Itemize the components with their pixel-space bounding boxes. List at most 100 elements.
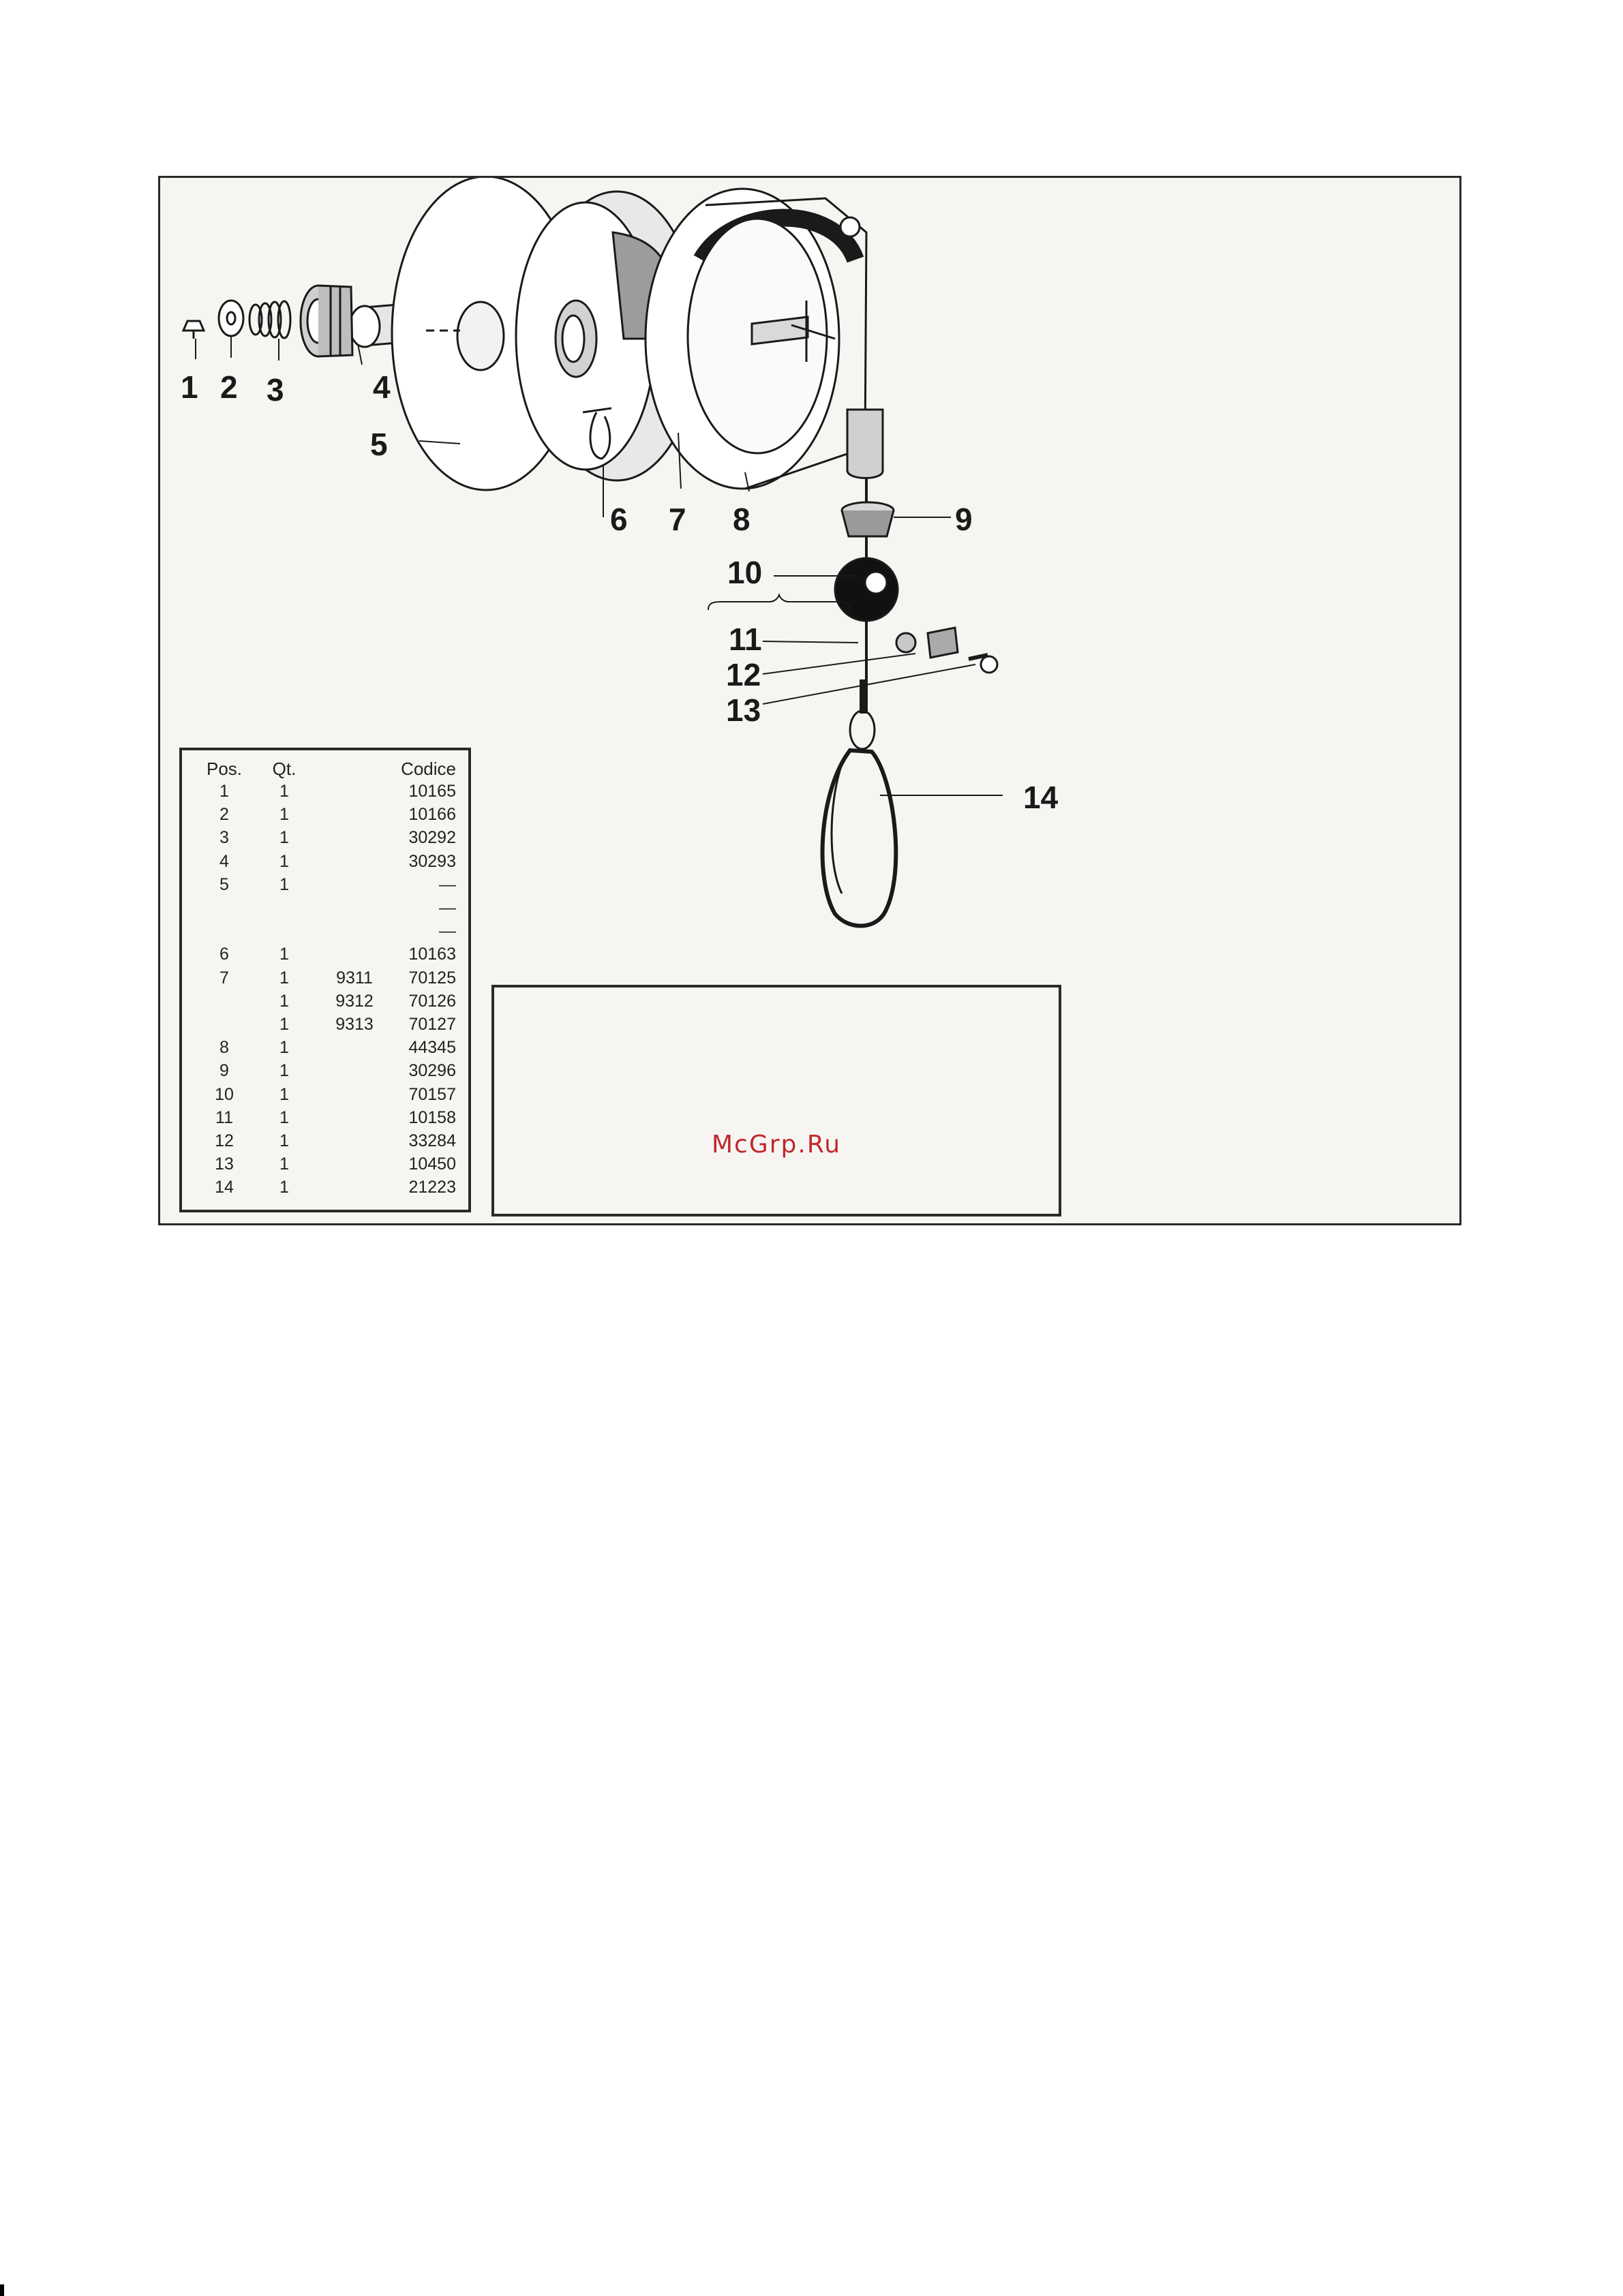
cell-code: 70125: [408, 968, 456, 988]
callout-11: 11: [729, 624, 762, 655]
part-1-screw: [183, 321, 204, 339]
cell-code: —: [439, 921, 456, 941]
cell-qt: 1: [271, 1154, 298, 1174]
cell-code: —: [439, 875, 456, 895]
part-10-ball: [835, 558, 898, 621]
cell-code: 30296: [408, 1061, 456, 1081]
cell-pos: 8: [202, 1038, 246, 1058]
callout-6: 6: [610, 504, 628, 535]
cell-code: 70127: [408, 1015, 456, 1035]
header-code: Codice: [401, 759, 456, 780]
cell-qt: 1: [271, 805, 298, 825]
cell-pos: 1: [202, 782, 246, 801]
cell-qt: 1: [271, 1178, 298, 1197]
cell-code: 33284: [408, 1131, 456, 1151]
table-row: 5 1 —: [182, 875, 468, 898]
table-row: —: [182, 921, 468, 945]
callout-10: 10: [727, 557, 762, 588]
cell-code: 70126: [408, 992, 456, 1011]
cell-qt: 1: [271, 1131, 298, 1151]
table-header: Pos. Qt. Codice: [182, 759, 468, 782]
table-row: 4 1 30293: [182, 852, 468, 875]
part-2-washer: [219, 301, 243, 336]
note-box: McGrp.Ru: [491, 985, 1061, 1216]
cell-pos: 5: [202, 875, 246, 895]
cell-qt: 1: [271, 1015, 298, 1035]
table-row: 14 1 21223: [182, 1178, 468, 1201]
cell-code: 44345: [408, 1038, 456, 1058]
cell-pos: 4: [202, 852, 246, 872]
cell-code: 21223: [408, 1178, 456, 1197]
cell-pos: 11: [202, 1108, 246, 1128]
cell-variant: 9311: [331, 968, 378, 988]
table-row: —: [182, 898, 468, 921]
cell-code: —: [439, 898, 456, 918]
callout-2: 2: [220, 371, 238, 403]
cell-code: 10450: [408, 1154, 456, 1174]
cell-pos: 9: [202, 1061, 246, 1081]
table-row: 7 1 9311 70125: [182, 968, 468, 992]
table-row: 13 1 10450: [182, 1154, 468, 1178]
cell-pos: 6: [202, 945, 246, 964]
table-row: 6 1 10163: [182, 945, 468, 968]
callout-7: 7: [669, 504, 686, 535]
cell-code: 70157: [408, 1085, 456, 1105]
callout-13: 13: [726, 694, 761, 726]
callout-3: 3: [267, 374, 284, 405]
callout-8: 8: [733, 504, 750, 535]
diagram-frame: 1 2 3 4 5 6 7 8 9 10 11 12 13 14 Pos. Qt…: [158, 176, 1461, 1225]
table-row: 8 1 44345: [182, 1038, 468, 1061]
cell-pos: 10: [202, 1085, 246, 1105]
cell-code: 10165: [408, 782, 456, 801]
cell-variant: 9312: [331, 992, 378, 1011]
cell-pos: 12: [202, 1131, 246, 1151]
cell-pos: 2: [202, 805, 246, 825]
part-11-13-clamp: [896, 628, 997, 673]
cell-pos: 7: [202, 968, 246, 988]
cell-qt: 1: [271, 945, 298, 964]
cell-code: 10163: [408, 945, 456, 964]
cell-code: 10158: [408, 1108, 456, 1128]
callout-5: 5: [370, 429, 388, 460]
part-9-bushing: [842, 502, 894, 536]
cell-code: 30292: [408, 828, 456, 848]
cell-qt: 1: [271, 1108, 298, 1128]
table-row: 10 1 70157: [182, 1085, 468, 1108]
cell-qt: 1: [271, 782, 298, 801]
cell-qt: 1: [271, 875, 298, 895]
table-row: 12 1 33284: [182, 1131, 468, 1154]
part-3-rings: [249, 301, 290, 338]
cell-pos: 13: [202, 1154, 246, 1174]
part-14-hook: [823, 711, 896, 926]
table-row: 1 9312 70126: [182, 992, 468, 1015]
table-row: 1 9313 70127: [182, 1015, 468, 1038]
header-qt: Qt.: [271, 759, 298, 780]
cell-qt: 1: [271, 1038, 298, 1058]
cell-variant: 9313: [331, 1015, 378, 1035]
cell-qt: 1: [271, 852, 298, 872]
cell-qt: 1: [271, 1085, 298, 1105]
cell-qt: 1: [271, 828, 298, 848]
cell-qt: 1: [271, 1061, 298, 1081]
cell-code: 30293: [408, 852, 456, 872]
callout-14: 14: [1023, 782, 1058, 813]
cell-pos: 14: [202, 1178, 246, 1197]
table-row: 1 1 10165: [182, 782, 468, 805]
callout-9: 9: [955, 504, 973, 535]
callout-1: 1: [181, 371, 198, 403]
cell-qt: 1: [271, 992, 298, 1011]
table-row: 2 1 10166: [182, 805, 468, 828]
callout-12: 12: [726, 659, 761, 690]
cell-code: 10166: [408, 805, 456, 825]
part-8-casing: [646, 189, 883, 489]
watermark: McGrp.Ru: [494, 1131, 1059, 1159]
corner-mark: [0, 2284, 4, 2296]
cell-pos: 3: [202, 828, 246, 848]
table-row: 3 1 30292: [182, 828, 468, 851]
callout-4: 4: [373, 371, 391, 403]
header-pos: Pos.: [202, 759, 246, 780]
cell-qt: 1: [271, 968, 298, 988]
table-row: 9 1 30296: [182, 1061, 468, 1084]
